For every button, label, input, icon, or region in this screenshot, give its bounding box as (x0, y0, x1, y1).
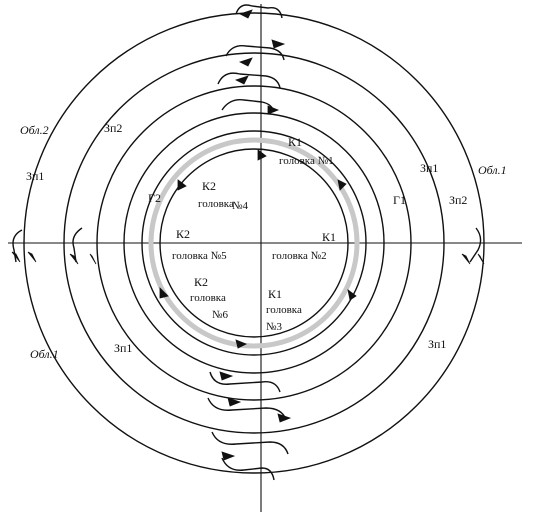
label-g2: Г2 (148, 191, 161, 205)
arrow-top-2 (271, 39, 286, 49)
arrow-bottom-3 (277, 413, 292, 423)
label-head2: головка №2 (272, 250, 327, 262)
label-k1-mid: К1 (322, 230, 336, 244)
side-hooks (12, 227, 482, 263)
label-obl-top-right: Обл.1 (478, 163, 507, 177)
arrow-left-3 (69, 253, 79, 265)
label-k2-top: К2 (202, 179, 216, 193)
ring-shaded (148, 137, 360, 349)
label-g1: Г1 (393, 193, 406, 207)
label-zp2-left: Зп2 (104, 121, 122, 135)
arrow-left-2 (27, 251, 37, 263)
label-k2-bot: К2 (194, 275, 208, 289)
bottom-hooks (207, 371, 289, 481)
direction-arrows (11, 9, 485, 461)
label-zp2-right: Зп2 (449, 193, 467, 207)
label-zp1-bottom-left: Зп1 (114, 341, 132, 355)
label-head6-a: головка (190, 292, 226, 304)
label-zp1-left: Зп1 (26, 169, 44, 183)
arrow-left-1 (11, 251, 21, 263)
arrow-top-5 (267, 105, 280, 115)
arrow-top-3 (238, 57, 253, 67)
ring-2 (63, 52, 445, 434)
label-obl-top-left: Обл.2 (20, 123, 49, 137)
arrow-inner-1 (257, 149, 267, 161)
label-k2-mid: К2 (176, 227, 190, 241)
arrow-bottom-2 (227, 397, 242, 407)
label-head3-a: головка (266, 304, 302, 316)
arrow-inner-4 (159, 287, 169, 299)
label-head3-b: №3 (266, 321, 282, 333)
label-k1-top: К1 (288, 135, 302, 149)
arrow-top-4 (234, 75, 249, 85)
arrow-inner-6 (235, 339, 247, 349)
label-head1: головка №1 (279, 155, 334, 167)
label-obl-bottom-left: Обл.1 (30, 347, 59, 361)
arrow-left-4 (89, 253, 97, 265)
label-head6-b: №6 (212, 309, 228, 321)
label-zp1-right: Зп1 (420, 161, 438, 175)
ring-3 (96, 85, 412, 401)
arrow-inner-3 (337, 179, 347, 191)
label-head4-a: головка (198, 198, 234, 210)
ring-5 (141, 130, 367, 356)
label-k1-bot: К1 (268, 287, 282, 301)
arrow-bottom-4 (221, 451, 236, 461)
top-hooks (217, 4, 285, 113)
arrow-right-1 (461, 253, 471, 265)
ring-4 (123, 112, 385, 374)
arrow-right-2 (477, 253, 485, 265)
label-zp1-bottom-right: Зп1 (428, 337, 446, 351)
ring-outer (23, 12, 485, 474)
label-head5: головка №5 (172, 250, 227, 262)
arrow-inner-5 (347, 289, 357, 301)
ring-inner (159, 148, 349, 338)
arrow-inner-2 (177, 179, 187, 191)
label-head4-b: №4 (232, 200, 248, 212)
arrow-bottom-1 (219, 371, 234, 381)
arrow-top-1 (238, 9, 253, 19)
